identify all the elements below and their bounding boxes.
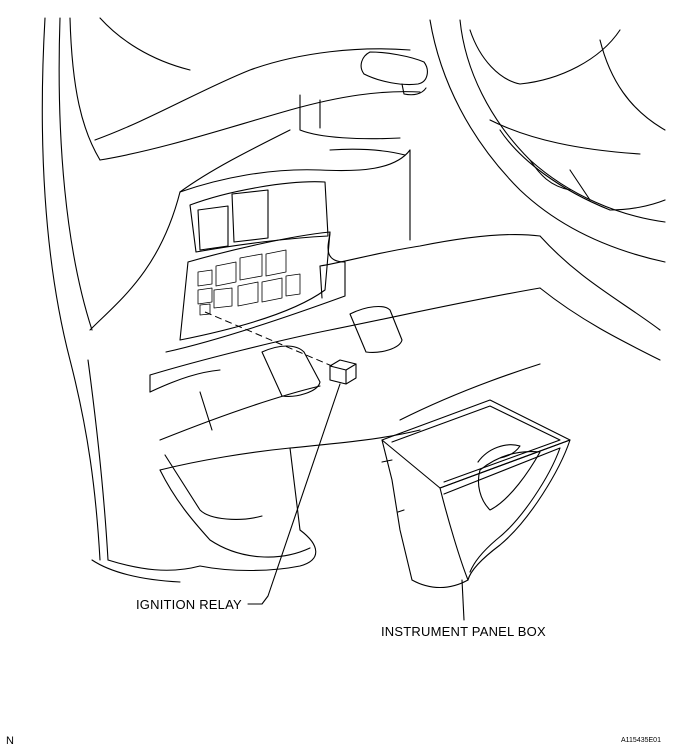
floor bbox=[107, 235, 661, 572]
figure-id: A115435E01 bbox=[621, 737, 661, 744]
relay-block bbox=[165, 231, 346, 353]
ignition-relay bbox=[329, 359, 357, 385]
steering-wheel bbox=[429, 19, 666, 263]
relay-guide-line bbox=[204, 311, 333, 367]
center-panel bbox=[189, 181, 329, 253]
door-frame bbox=[41, 17, 181, 583]
ignition-relay-label: IGNITION RELAY bbox=[136, 597, 242, 612]
box-leader-line bbox=[461, 579, 465, 621]
corner-letter: N bbox=[6, 735, 14, 747]
pedals bbox=[199, 305, 403, 431]
relay-leader-line bbox=[247, 383, 341, 605]
lever-knob bbox=[360, 51, 428, 96]
instrument-panel-box bbox=[381, 399, 571, 589]
kick-panel bbox=[149, 233, 541, 531]
dashboard bbox=[89, 17, 421, 331]
instrument-panel-box-label: INSTRUMENT PANEL BOX bbox=[381, 624, 546, 639]
